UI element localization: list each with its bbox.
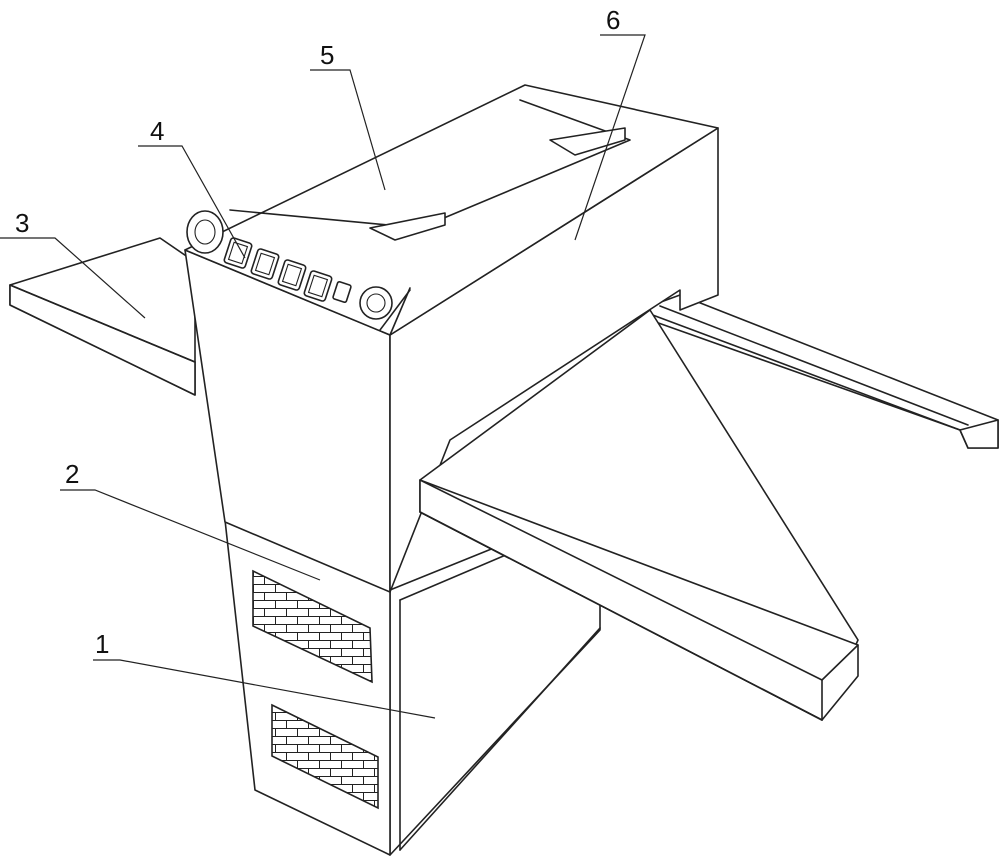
rear-output-tray <box>649 294 999 449</box>
switch-2 <box>250 248 280 280</box>
callout-1: 1 <box>95 629 109 659</box>
left-knob-icon <box>186 210 224 254</box>
front-output-tray <box>419 309 859 721</box>
callout-4: 4 <box>150 116 164 146</box>
right-knob-icon <box>359 286 393 320</box>
leader-lines <box>0 34 646 719</box>
callout-5: 5 <box>320 40 334 70</box>
left-feed-tray <box>9 237 196 396</box>
control-panel <box>186 210 393 320</box>
switch-4 <box>303 270 333 302</box>
switch-3 <box>277 259 307 291</box>
callout-2: 2 <box>65 459 79 489</box>
callout-3: 3 <box>15 208 29 238</box>
indicator-light <box>332 280 352 304</box>
vent-window-upper <box>252 569 373 684</box>
vent-window-lower <box>271 703 379 810</box>
switch-1 <box>223 237 253 269</box>
callout-6: 6 <box>606 5 620 35</box>
